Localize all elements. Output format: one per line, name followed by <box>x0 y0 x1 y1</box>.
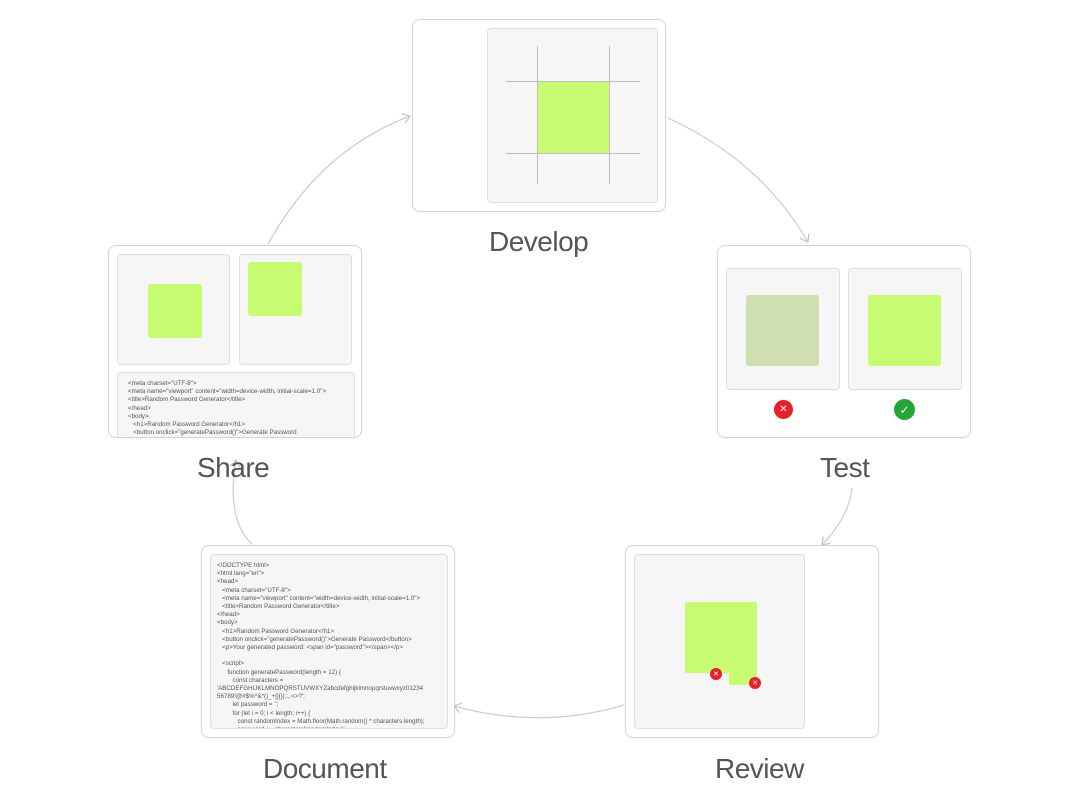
review-label: Review <box>715 753 804 784</box>
test-panel-fail <box>726 268 840 390</box>
code-line: <meta charset="UTF-8"> <box>128 380 197 387</box>
code-line: <h1>Random Password Generator</h1> <box>128 421 245 429</box>
test-label: Test <box>820 452 870 483</box>
code-line <box>217 652 447 660</box>
code-line: <meta name="viewport" content="width=dev… <box>217 594 421 602</box>
document-code-block: <!DOCTYPE html><html lang="en"><head> <m… <box>211 555 447 728</box>
code-line: </head> <box>217 611 240 619</box>
review-element <box>685 602 757 673</box>
code-line: <p>Your generated password: <span id="pa… <box>217 644 403 652</box>
develop-card <box>412 19 666 212</box>
test-card: ✕ ✓ <box>717 245 971 438</box>
test-panel-pass <box>848 268 962 390</box>
code-line: </button> <box>128 437 354 438</box>
guide-line-horizontal-top <box>506 81 640 82</box>
code-line: <h1>Random Password Generator</h1> <box>217 627 334 635</box>
arrow-test-to-review <box>821 487 853 546</box>
code-line: <head> <box>217 578 238 586</box>
arrow-review-to-document <box>453 702 625 719</box>
review-card: ✕ ✕ <box>625 545 879 738</box>
guide-line-vertical-right <box>609 46 610 184</box>
share-element-right <box>248 262 302 316</box>
share-element-left <box>148 284 202 338</box>
test-element-fail <box>746 295 819 366</box>
arrow-share-to-develop <box>267 113 411 245</box>
code-line: <script> <box>217 660 245 668</box>
code-line: <body> <box>128 412 149 420</box>
share-card: <meta charset="UTF-8"><meta name="viewpo… <box>108 245 362 438</box>
share-preview-left <box>117 254 230 365</box>
code-line: const characters = <box>217 676 284 684</box>
code-line: <meta charset="UTF-8"> <box>217 586 291 594</box>
code-line: password += characters[randomIndex]; <box>217 726 447 728</box>
code-line: 'ABCDEFGHIJKLMNOPQRSTUVWXYZabcdefghijklm… <box>217 685 424 693</box>
code-line: for (let i = 0; i < length; i++) { <box>217 709 311 717</box>
document-code-panel: <!DOCTYPE html><html lang="en"><head> <m… <box>210 554 448 729</box>
document-card: <!DOCTYPE html><html lang="en"><head> <m… <box>201 545 455 738</box>
share-code-block: <meta charset="UTF-8"><meta name="viewpo… <box>118 373 354 438</box>
code-line: const randomIndex = Math.floor(Math.rand… <box>217 717 425 725</box>
document-label: Document <box>263 753 387 784</box>
guide-line-vertical-left <box>537 46 538 184</box>
develop-element <box>538 82 609 153</box>
share-preview-right <box>239 254 352 365</box>
code-line: <!DOCTYPE html> <box>217 562 270 569</box>
code-line: <title>Random Password Generator</title> <box>217 603 340 611</box>
x-icon: ✕ <box>710 668 722 680</box>
develop-label: Develop <box>489 226 589 257</box>
code-line: function generatePassword(length = 12) { <box>217 668 341 676</box>
code-line: let password = ''; <box>217 701 279 709</box>
code-line: <button onclick="generatePassword()">Gen… <box>128 429 297 437</box>
code-line: <meta name="viewport" content="width=dev… <box>128 388 326 396</box>
share-code-panel: <meta charset="UTF-8"><meta name="viewpo… <box>117 372 355 438</box>
share-label: Share <box>197 452 270 483</box>
review-canvas: ✕ ✕ <box>634 554 805 729</box>
guide-line-horizontal-bottom <box>506 153 640 154</box>
code-line: <button onclick="generatePassword()">Gen… <box>217 635 412 643</box>
code-line: 56789!@#$%^&*()_+[]{}|;:,.<>?'; <box>217 693 305 701</box>
x-icon: ✕ <box>774 400 793 419</box>
code-line: <html lang="en"> <box>217 570 265 578</box>
code-line: <body> <box>217 619 238 627</box>
develop-canvas <box>487 28 658 203</box>
code-line: <title>Random Password Generator</title> <box>128 396 246 404</box>
x-icon: ✕ <box>749 677 761 689</box>
arrow-develop-to-test <box>667 117 810 243</box>
code-line: </head> <box>128 404 151 412</box>
arrow-document-to-share <box>229 458 253 545</box>
test-element-pass <box>868 295 941 366</box>
check-icon: ✓ <box>894 399 915 420</box>
